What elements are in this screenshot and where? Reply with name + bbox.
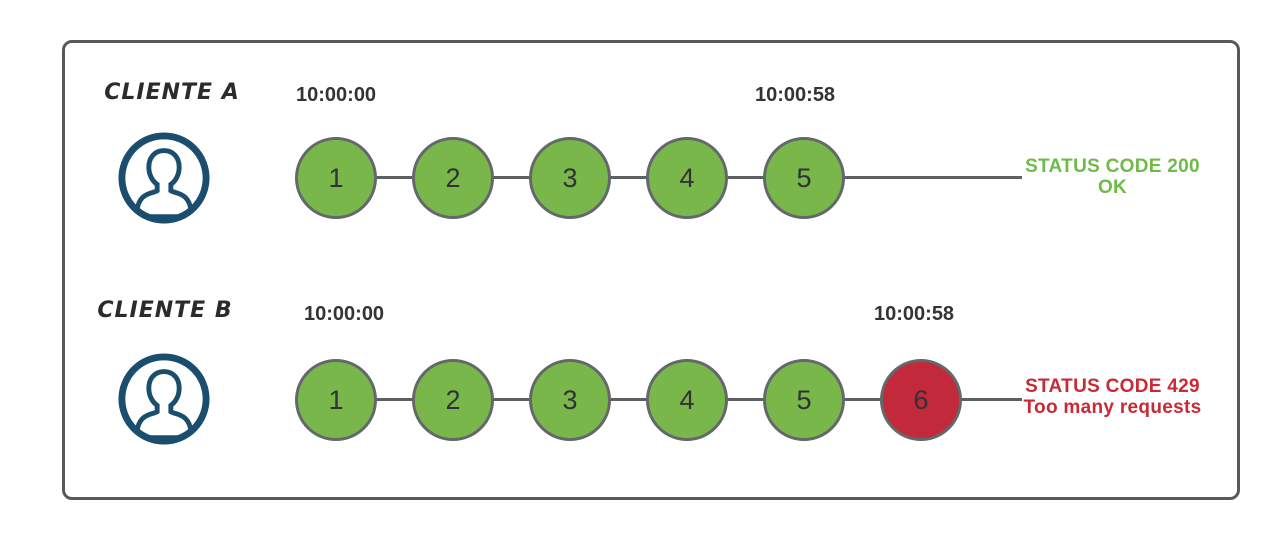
request-circle: 4 — [646, 137, 728, 219]
client-b-label: CLIENTE B — [97, 298, 233, 323]
request-circle: 4 — [646, 359, 728, 441]
status-code-line: STATUS CODE 200 — [1025, 156, 1200, 177]
request-number: 1 — [328, 384, 344, 415]
request-circle: 3 — [529, 137, 611, 219]
status-text: STATUS CODE 429 Too many requests — [1015, 376, 1210, 418]
request-number: 1 — [328, 162, 344, 193]
start-timestamp: 10:00:00 — [304, 303, 385, 325]
client-a-label: CLIENTE A — [104, 80, 240, 105]
request-circle: 1 — [295, 137, 377, 219]
user-avatar-icon — [117, 131, 211, 225]
request-number: 3 — [562, 384, 578, 415]
request-circle: 2 — [412, 359, 494, 441]
status-message-line: OK — [1097, 177, 1128, 198]
user-avatar-icon — [117, 352, 211, 446]
request-circle: 5 — [763, 137, 845, 219]
request-number: 3 — [562, 162, 578, 193]
request-number: 2 — [445, 162, 461, 193]
request-circle-rate-limited: 6 — [880, 359, 962, 441]
status-text: STATUS CODE 200 OK — [1015, 156, 1210, 198]
status-message-line: Too many requests — [1023, 397, 1202, 418]
request-circle: 2 — [412, 137, 494, 219]
request-number: 4 — [679, 162, 695, 193]
end-timestamp: 10:00:58 — [755, 84, 836, 106]
start-timestamp: 10:00:00 — [296, 84, 377, 106]
diagram-frame — [62, 40, 1240, 500]
request-number: 6 — [913, 384, 929, 415]
request-circle: 1 — [295, 359, 377, 441]
request-circle: 3 — [529, 359, 611, 441]
request-number: 2 — [445, 384, 461, 415]
request-circle: 5 — [763, 359, 845, 441]
request-number: 4 — [679, 384, 695, 415]
status-code-line: STATUS CODE 429 — [1025, 376, 1200, 397]
request-number: 5 — [796, 162, 812, 193]
request-number: 5 — [796, 384, 812, 415]
end-timestamp: 10:00:58 — [874, 303, 955, 325]
